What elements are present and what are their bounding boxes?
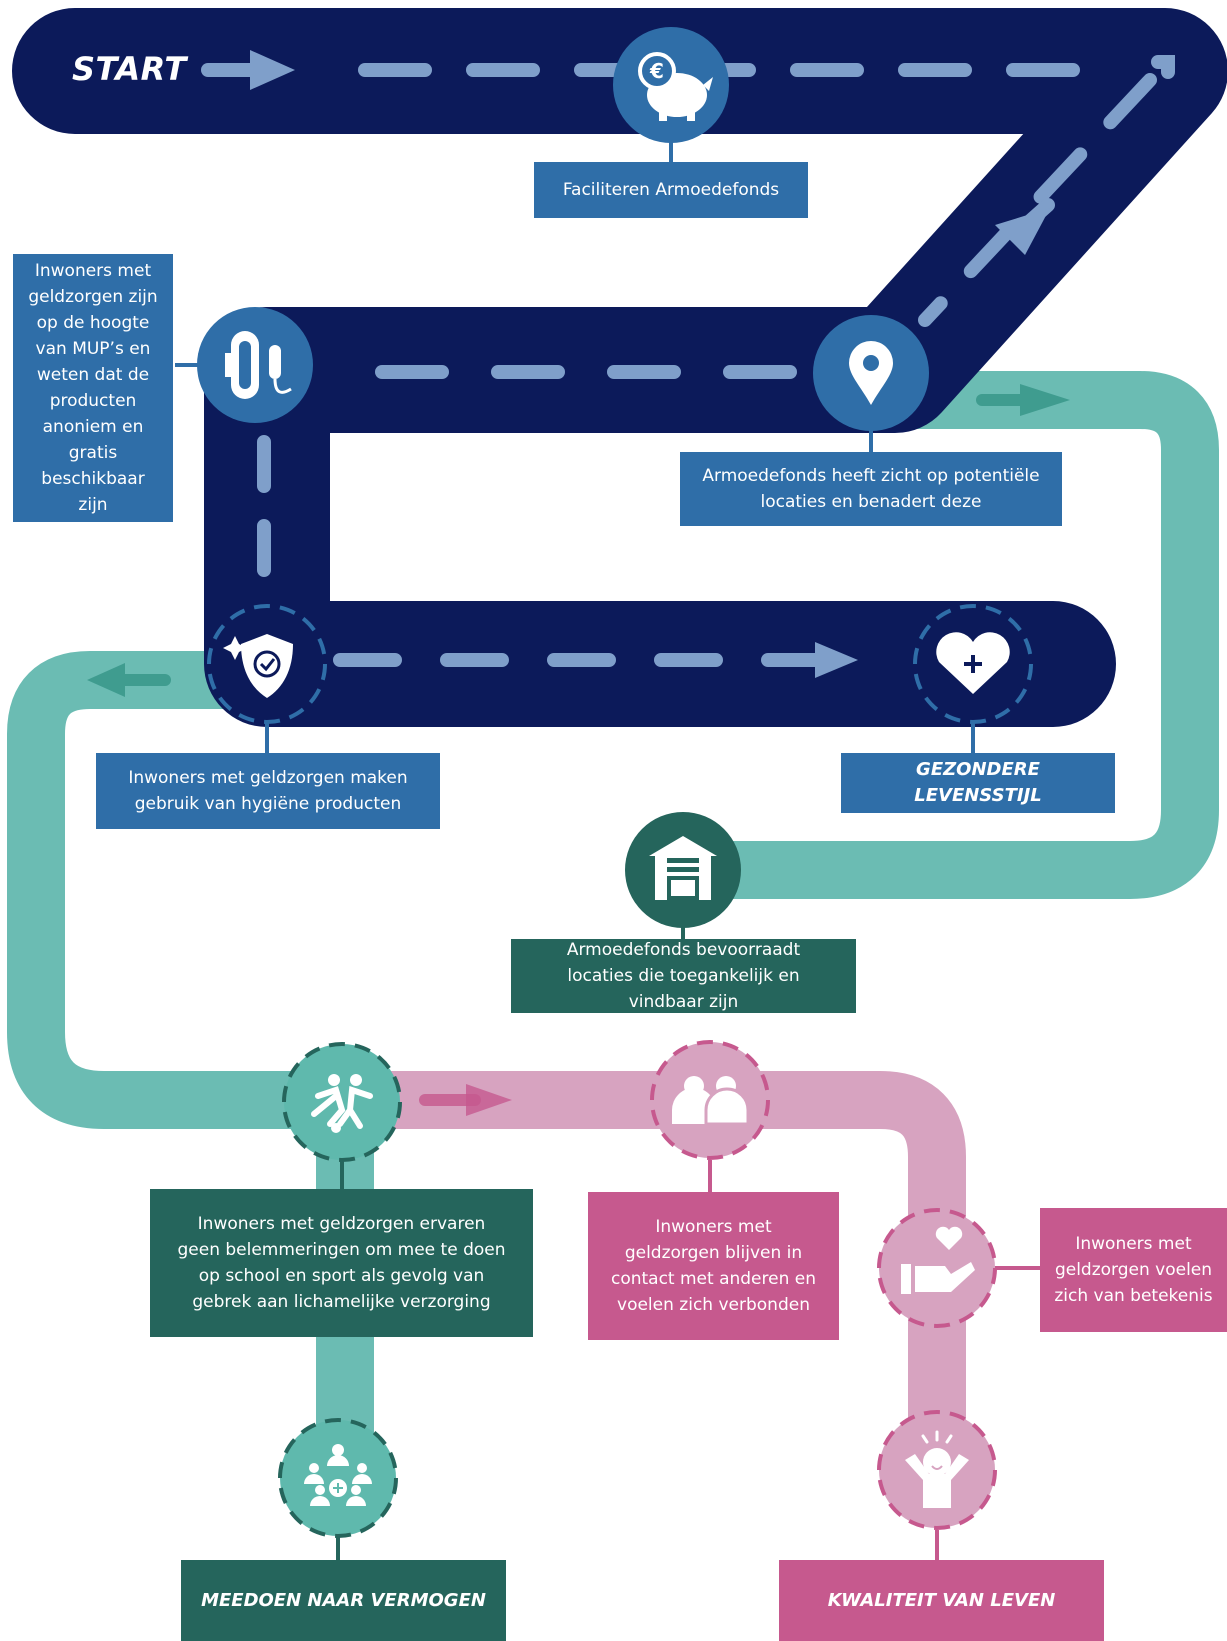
happy-person-icon xyxy=(877,1410,997,1530)
pad-tampon-icon xyxy=(197,307,313,423)
direction-arrows xyxy=(87,50,1175,1116)
hand-heart-icon xyxy=(877,1208,997,1328)
navy-road xyxy=(12,8,1227,727)
pink-path xyxy=(345,1071,966,1470)
outcome-kwaliteit: KWALITEIT VAN LEVEN xyxy=(779,1560,1104,1641)
step-mups: Inwoners met geldzorgen zijn op de hoogt… xyxy=(13,254,173,522)
svg-text:€: € xyxy=(649,59,664,83)
step-hygiene: Inwoners met geldzorgen maken gebruik va… xyxy=(96,753,440,829)
location-pin-icon xyxy=(813,315,929,431)
step-betekenis: Inwoners met geldzorgen voelen zich van … xyxy=(1040,1208,1227,1332)
shield-check-icon xyxy=(207,604,327,724)
step-armoedefonds: Faciliteren Armoedefonds xyxy=(534,162,808,218)
outcome-meedoen: MEEDOEN NAAR VERMOGEN xyxy=(181,1560,506,1641)
step-locaties: Armoedefonds heeft zicht op potentiële l… xyxy=(680,452,1062,526)
connectors xyxy=(175,140,1040,1560)
step-belemmeringen: Inwoners met geldzorgen ervaren geen bel… xyxy=(150,1189,533,1337)
community-plus-icon xyxy=(278,1418,398,1538)
two-people-icon xyxy=(650,1040,770,1160)
step-bevoorraadt: Armoedefonds bevoorraadt locaties die to… xyxy=(511,939,856,1013)
piggy-bank-euro-icon: € xyxy=(613,27,729,143)
warehouse-icon xyxy=(625,812,741,928)
heart-plus-icon xyxy=(913,604,1033,724)
outcome-levensstijl: GEZONDERE LEVENSSTIJL xyxy=(841,753,1115,813)
start-label: START xyxy=(72,50,187,88)
sport-players-icon xyxy=(282,1042,402,1162)
step-contact: Inwoners met geldzorgen blijven in conta… xyxy=(588,1192,839,1340)
